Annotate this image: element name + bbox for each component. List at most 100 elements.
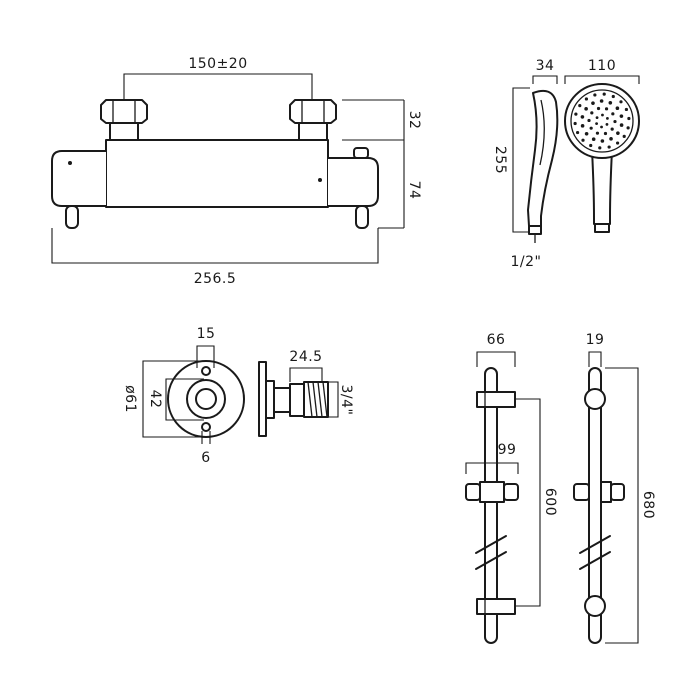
overall-length-dimension: 256.5 xyxy=(51,228,379,287)
spray-nozzle xyxy=(599,99,604,103)
spray-nozzles xyxy=(573,92,631,150)
spray-nozzle xyxy=(589,143,593,148)
elbow-nut xyxy=(273,387,291,413)
spray-nozzle xyxy=(624,107,629,112)
bottom-gap-label: 6 xyxy=(201,450,210,466)
inner-diameter-dimension: 42 xyxy=(147,378,204,421)
spray-nozzle xyxy=(591,137,596,141)
spray-nozzle xyxy=(584,131,589,136)
spray-nozzle xyxy=(611,112,615,116)
rail-break-mark-side xyxy=(579,535,611,570)
top-bracket-front xyxy=(476,391,516,408)
inner-diameter-label: 42 xyxy=(147,390,163,409)
rail-tube-side xyxy=(588,367,602,644)
overall-length-label: 256.5 xyxy=(194,271,237,287)
handset-face-view: 110 xyxy=(564,58,640,233)
rail-diameter-dimension: 19 xyxy=(586,332,604,367)
rail-break-mark-front xyxy=(475,535,507,570)
outlet-width-label: 15 xyxy=(197,326,216,342)
spray-nozzle xyxy=(602,92,606,96)
right-end-cap xyxy=(327,157,379,207)
spray-nozzle xyxy=(615,106,620,111)
rail-length-label: 600 xyxy=(542,488,558,516)
elbow-side-view: 24.5 3/4" xyxy=(258,349,354,437)
elbow-length-label: 24.5 xyxy=(289,349,322,365)
body-height-label: 74 xyxy=(406,181,422,200)
handset-side-inner-line xyxy=(539,99,545,166)
spray-nozzle xyxy=(595,131,600,135)
handset-holder-side xyxy=(573,481,625,503)
handset-head-inner xyxy=(570,89,634,153)
spray-nozzle xyxy=(596,106,601,111)
spray-nozzle xyxy=(606,117,609,120)
bar-valve-front-view: 150±20 32 74 256.5 xyxy=(51,56,422,287)
spray-nozzle xyxy=(605,122,609,126)
elbow-wall-plate xyxy=(258,361,267,437)
spray-nozzle xyxy=(584,97,589,101)
spray-nozzle xyxy=(609,137,613,141)
spray-nozzle xyxy=(622,134,626,138)
elbow-body xyxy=(289,383,305,417)
spray-nozzle xyxy=(610,127,614,131)
spray-nozzle xyxy=(601,113,604,117)
elbow-thread xyxy=(303,381,329,418)
spray-nozzle xyxy=(608,101,613,105)
spray-nozzle xyxy=(590,111,594,115)
left-end-cap xyxy=(51,150,107,207)
elbow-thread-dimension: 3/4" xyxy=(328,381,354,418)
bracket-width-dimension: 66 xyxy=(476,332,516,367)
handset-depth-dimension: 34 xyxy=(532,58,558,84)
spray-nozzle xyxy=(626,126,630,130)
plate-diameter-dimension: ø61 xyxy=(122,360,204,438)
riser-rail-side-view: 19 680 xyxy=(573,332,656,644)
handset-side-view: 34 255 1/2" xyxy=(492,58,559,270)
wall-plate-hole xyxy=(195,388,217,410)
spray-nozzle xyxy=(600,139,605,143)
bracket-width-label: 66 xyxy=(487,332,506,348)
plate-diameter-label: ø61 xyxy=(122,385,138,413)
spray-nozzle xyxy=(593,93,597,97)
spray-nozzle xyxy=(575,130,580,135)
handset-width-dimension: 110 xyxy=(564,58,640,84)
spray-nozzle xyxy=(613,119,617,124)
holder-width-dimension: 99 xyxy=(465,442,519,474)
temperature-button xyxy=(353,147,369,159)
spray-nozzle xyxy=(607,145,611,149)
height-dimensions: 32 74 xyxy=(342,99,422,229)
top-screw xyxy=(201,366,211,376)
spray-nozzle xyxy=(573,121,577,126)
wall-plate-front-view: 15 ø61 42 6 xyxy=(122,326,245,466)
spray-nozzle xyxy=(604,107,609,111)
handset-length-dimension: 255 xyxy=(492,87,530,233)
handset-head-outer xyxy=(564,83,640,159)
handset-thread-label: 1/2" xyxy=(511,254,542,270)
handset-handle xyxy=(591,149,613,225)
handset-side-outline xyxy=(527,89,559,227)
spray-nozzle xyxy=(611,94,615,99)
right-leg xyxy=(355,205,369,229)
bottom-bracket-front xyxy=(476,598,516,615)
spray-nozzle xyxy=(619,123,624,127)
overall-height-dimension: 680 xyxy=(605,367,656,644)
elbow-flange xyxy=(265,380,275,419)
spray-nozzle xyxy=(619,114,624,118)
inlet-centres-dimension: 150±20 xyxy=(123,56,313,100)
handset-holder-front xyxy=(465,481,519,503)
bottom-wall-bracket-side xyxy=(584,595,606,617)
handset-depth-label: 34 xyxy=(536,58,555,74)
spray-nozzle xyxy=(581,138,585,142)
spray-nozzle xyxy=(574,112,578,116)
elbow-length-dimension: 24.5 xyxy=(289,349,323,382)
handset-side-connector xyxy=(528,225,542,235)
handset-face-connector xyxy=(594,223,610,233)
spray-nozzle xyxy=(616,131,620,135)
spray-nozzle xyxy=(587,118,591,123)
left-leg xyxy=(65,205,79,229)
outlet-width-dimension: 15 xyxy=(196,326,216,368)
handset-width-label: 110 xyxy=(588,58,616,74)
indicator-dot xyxy=(318,178,322,182)
valve-body xyxy=(105,139,329,208)
riser-rail-front-view: 66 99 600 xyxy=(465,332,558,644)
spray-nozzle xyxy=(589,126,593,130)
